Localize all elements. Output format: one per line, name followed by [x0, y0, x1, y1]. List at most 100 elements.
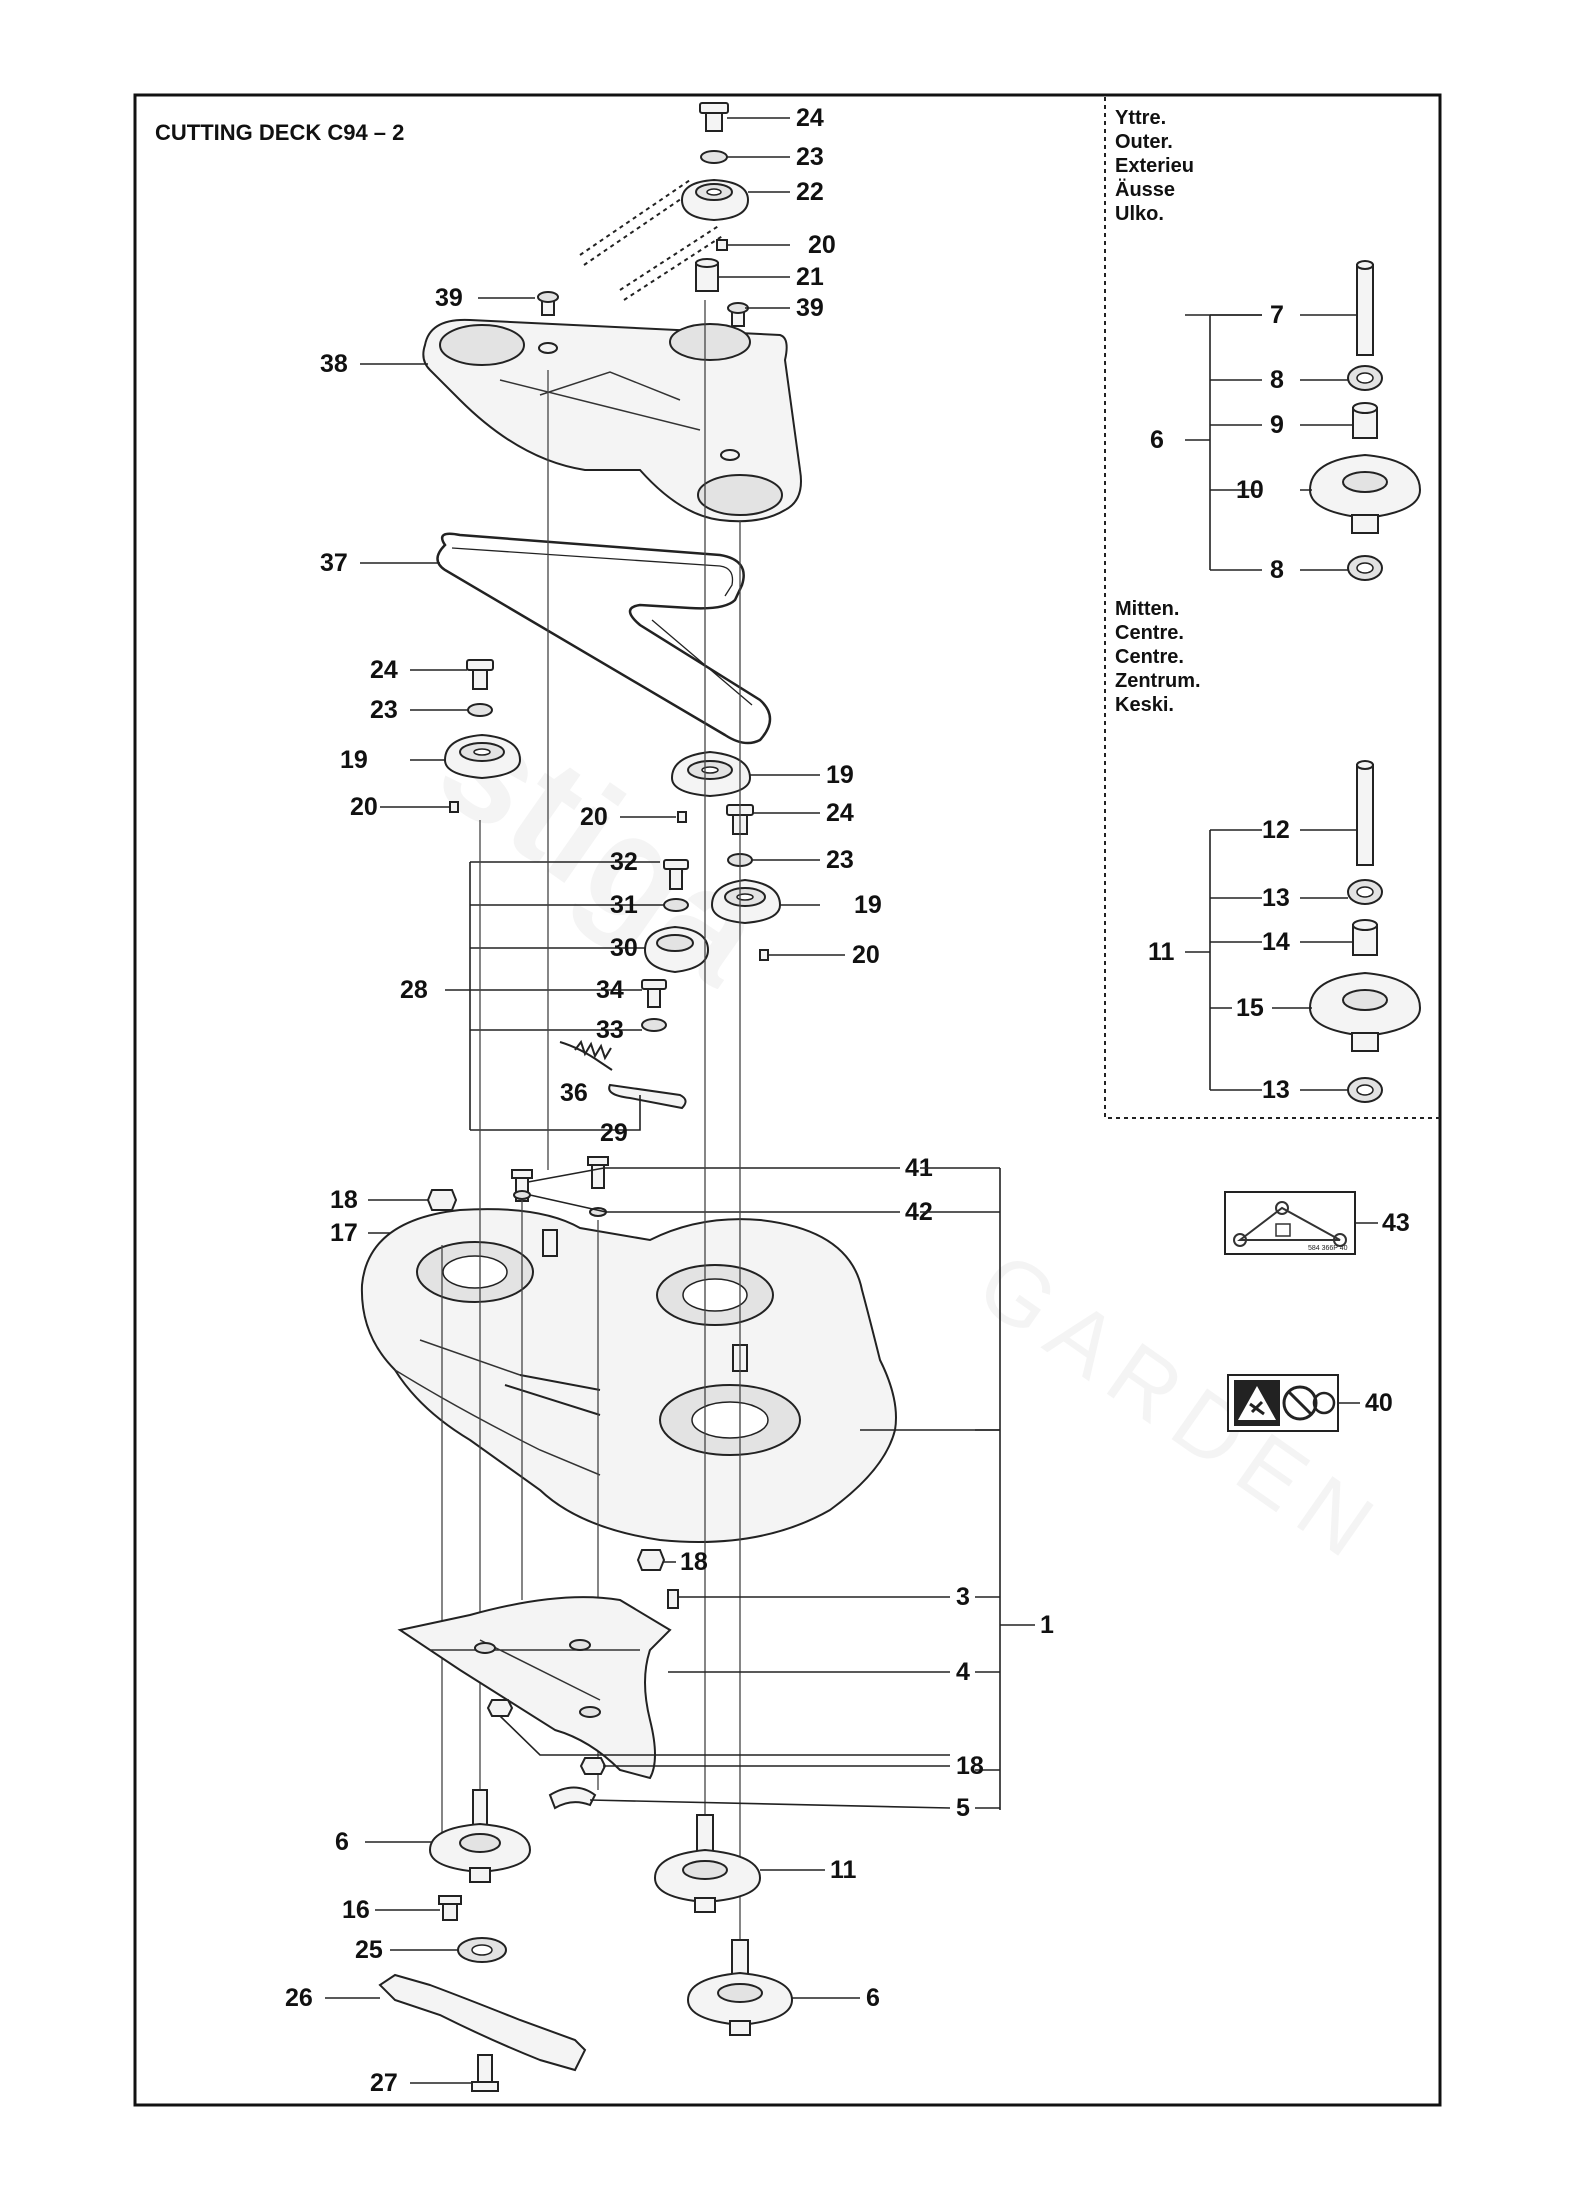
baffle-plate	[397, 1596, 672, 1780]
callout-1: 1	[1040, 1611, 1054, 1639]
callout-23c: 23	[826, 846, 854, 874]
bearing-bore	[1356, 562, 1374, 574]
callout-18b: 18	[680, 1548, 708, 1576]
callout-11b: 11	[830, 1856, 857, 1884]
housing-hub	[1342, 471, 1388, 493]
belt-phantom	[579, 179, 725, 301]
callout-30: 30	[610, 934, 638, 962]
sleeve-top	[1352, 919, 1378, 931]
callout-4: 4	[956, 1658, 970, 1686]
top-stack-leaders	[718, 117, 790, 278]
housing-neck	[1351, 1032, 1379, 1052]
safety-warning-decal	[1227, 1374, 1339, 1432]
nut	[579, 1757, 607, 1775]
cutting-deck-housing	[360, 1208, 897, 1543]
callout-5: 5	[956, 1794, 970, 1822]
blade-bolt	[477, 2054, 493, 2086]
callout-19c: 19	[854, 891, 882, 919]
shaft-top	[1356, 760, 1374, 770]
housing-neck	[1351, 514, 1379, 534]
lower-hw-leaders	[664, 1561, 950, 1598]
left-pulley-stack	[443, 659, 522, 813]
washer	[641, 1018, 667, 1032]
callout-17: 17	[330, 1219, 358, 1247]
outer-spindle-detail: 6 7 8 9 10 8	[1150, 260, 1422, 584]
lang-label: Keski.	[1115, 694, 1174, 716]
callout-22: 22	[796, 178, 824, 206]
callout-9: 9	[1270, 411, 1284, 439]
bearing-bore	[1356, 372, 1374, 384]
left-spindle	[428, 1789, 532, 1883]
spindle-shaft	[1356, 764, 1374, 866]
bearing-bore	[1356, 886, 1374, 898]
blade-assembly	[378, 1895, 587, 2092]
callout-6: 6	[335, 1828, 349, 1856]
tensioner-bracket	[445, 861, 664, 1131]
bottom-fastener-leaders	[499, 1715, 951, 1809]
key	[677, 811, 687, 823]
tensioner-arm	[608, 1083, 687, 1110]
centre-lang-labels: Mitten. Centre. Centre. Zentrum. Keski.	[1115, 598, 1201, 716]
callout-6: 6	[1150, 426, 1164, 454]
callout-20: 20	[808, 231, 836, 259]
page-title: CUTTING DECK C94 – 2	[155, 120, 404, 145]
outer-lang-labels: Yttre. Outer. Exterieu Äusse Ulko.	[1115, 107, 1194, 225]
lang-label: Centre.	[1115, 646, 1184, 668]
callout-12: 12	[1262, 816, 1290, 844]
cover-screws	[537, 291, 749, 327]
cover-opening	[669, 323, 751, 361]
cutting-blade	[378, 1973, 587, 2072]
callout-10: 10	[1236, 476, 1264, 504]
tensioner-assembly	[559, 859, 710, 1110]
nut	[486, 1699, 514, 1717]
page-frame	[133, 93, 1442, 2107]
callout-37: 37	[320, 549, 348, 577]
callout-20d: 20	[852, 941, 880, 969]
leader-lines	[1300, 314, 1357, 571]
lang-label: Äusse	[1115, 178, 1175, 201]
decal-leaders	[1338, 1222, 1378, 1404]
washer	[700, 150, 728, 164]
key	[716, 239, 728, 251]
callout-34: 34	[596, 976, 624, 1004]
callout-11: 11	[1148, 938, 1175, 966]
screw	[667, 1589, 679, 1609]
callout-6b: 6	[866, 1984, 880, 2012]
callout-8b: 8	[1270, 556, 1284, 584]
callout-39b: 39	[796, 294, 824, 322]
right-idler-leaders	[752, 812, 845, 956]
callout-21: 21	[796, 263, 824, 291]
key	[759, 949, 769, 961]
top-pulley-stack	[579, 102, 750, 301]
leader-lines	[1272, 829, 1357, 1091]
decal-code: 584 366P 40	[1308, 1245, 1348, 1252]
callout-18c: 18	[956, 1752, 984, 1780]
key	[449, 801, 459, 813]
blade-leaders	[325, 1909, 472, 2084]
callout-40: 40	[1365, 1389, 1393, 1417]
callout-16: 16	[342, 1896, 370, 1924]
cover-dome	[697, 474, 783, 516]
shaft-top	[1356, 260, 1374, 270]
bottom-fasteners	[486, 1699, 607, 1810]
right-spindle	[686, 1939, 794, 2036]
callout-20c: 20	[580, 803, 608, 831]
callout-36: 36	[560, 1079, 588, 1107]
lang-label: Ulko.	[1115, 203, 1164, 225]
screw-hole	[538, 342, 558, 354]
deck-spring	[542, 1229, 558, 1257]
callout-32: 32	[610, 848, 638, 876]
screw-hole	[720, 449, 740, 461]
lower-hardware	[636, 1549, 679, 1609]
cover-body	[422, 318, 802, 523]
left-stack-leaders	[380, 669, 468, 808]
lang-label: Zentrum.	[1115, 670, 1201, 692]
callout-29: 29	[600, 1119, 628, 1147]
callout-13: 13	[1262, 884, 1290, 912]
callout-26: 26	[285, 1984, 313, 2012]
lang-label: Centre.	[1115, 622, 1184, 644]
cover-leaders	[360, 297, 790, 365]
callout-43: 43	[1382, 1209, 1410, 1237]
bracket-lines	[1185, 829, 1262, 1091]
